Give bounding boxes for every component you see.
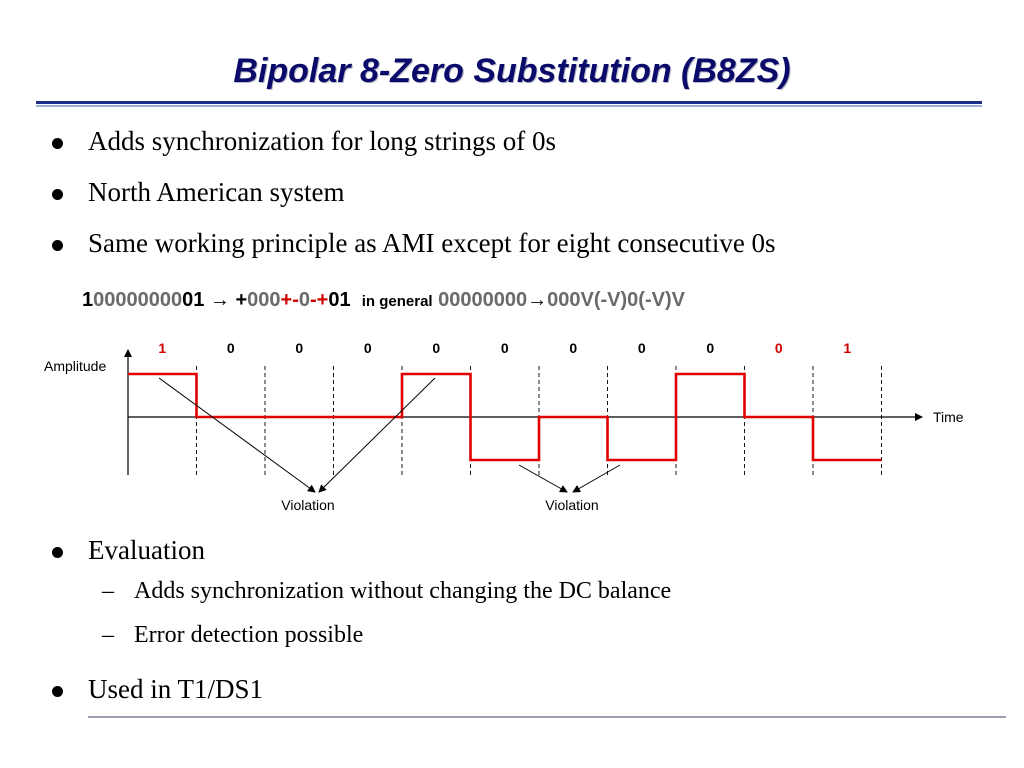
violation-label: Violation: [545, 497, 598, 513]
code-segment-in-general: in general: [361, 293, 433, 310]
sub-bullet-text: Adds synchronization without changing th…: [134, 578, 672, 604]
violation-arrow: [158, 377, 316, 493]
bit-label: 1: [158, 340, 166, 356]
bit-label: 1: [843, 340, 851, 356]
bullet-dot-icon: [52, 240, 63, 251]
slide-title: Bipolar 8-Zero Substitution (B8ZS): [233, 52, 791, 90]
code-segment: +: [235, 289, 248, 311]
violation-arrows: [158, 377, 621, 493]
bit-label: 0: [569, 340, 577, 356]
bullet-dot-icon: [52, 686, 63, 697]
bullet-text: Adds synchronization for long strings of…: [88, 126, 556, 156]
violation-label: Violation: [281, 497, 334, 513]
code-segment: 000: [247, 289, 281, 311]
violation-arrow: [318, 377, 436, 493]
sub-bullet-item: –Error detection possible: [102, 622, 363, 649]
b8zs-waveform-diagram: Amplitude Time 1 0 0 0 0 0 0 0 0 0 1 Violation Vio…: [44, 340, 964, 513]
title-divider: [36, 101, 982, 104]
title-divider-light: [36, 105, 982, 107]
bullet-text: Same working principle as AMI except for…: [88, 228, 776, 258]
code-example-line: 10000000001 → +000+-0-+01 in general 000…: [82, 289, 685, 312]
bit-label: 0: [364, 340, 372, 356]
bullet-text: North American system: [88, 177, 345, 207]
bullet-text: Used in T1/DS1: [88, 674, 264, 704]
sub-bullet-item: –Adds synchronization without changing t…: [102, 578, 671, 605]
bit-label: 0: [432, 340, 440, 356]
bit-label: 0: [706, 340, 714, 356]
signal-waveform: [128, 372, 882, 462]
violation-arrow: [572, 464, 621, 493]
bit-label: 0: [501, 340, 509, 356]
bit-label: 0: [638, 340, 646, 356]
code-segment: 01: [182, 289, 205, 311]
bullet-dot-icon: [52, 547, 63, 558]
bit-label: 0: [227, 340, 235, 356]
y-axis-label: Amplitude: [44, 358, 106, 374]
right-arrow-icon: →: [209, 289, 230, 311]
x-axis-label: Time: [933, 409, 964, 425]
code-segment: 00000000: [93, 289, 183, 311]
code-segment: -+: [310, 289, 329, 311]
right-arrow-icon: →: [527, 289, 548, 311]
footer-divider: [88, 716, 1006, 718]
dash-icon: –: [102, 578, 114, 604]
dash-icon: –: [102, 622, 114, 648]
code-segment: 1: [82, 289, 94, 311]
code-segment: 00000000: [438, 289, 528, 311]
bullet-text: Evaluation: [88, 535, 205, 565]
bullet-dot-icon: [52, 138, 63, 149]
sub-bullet-text: Error detection possible: [134, 622, 364, 648]
bullet-dot-icon: [52, 189, 63, 200]
code-segment: 01: [328, 289, 351, 311]
code-segment: 0: [298, 289, 311, 311]
bit-label: 0: [775, 340, 783, 356]
code-segment: 000V(-V)0(-V)V: [547, 289, 685, 311]
code-segment: +-: [280, 289, 299, 311]
bit-label: 0: [295, 340, 303, 356]
violation-arrow: [518, 464, 568, 493]
